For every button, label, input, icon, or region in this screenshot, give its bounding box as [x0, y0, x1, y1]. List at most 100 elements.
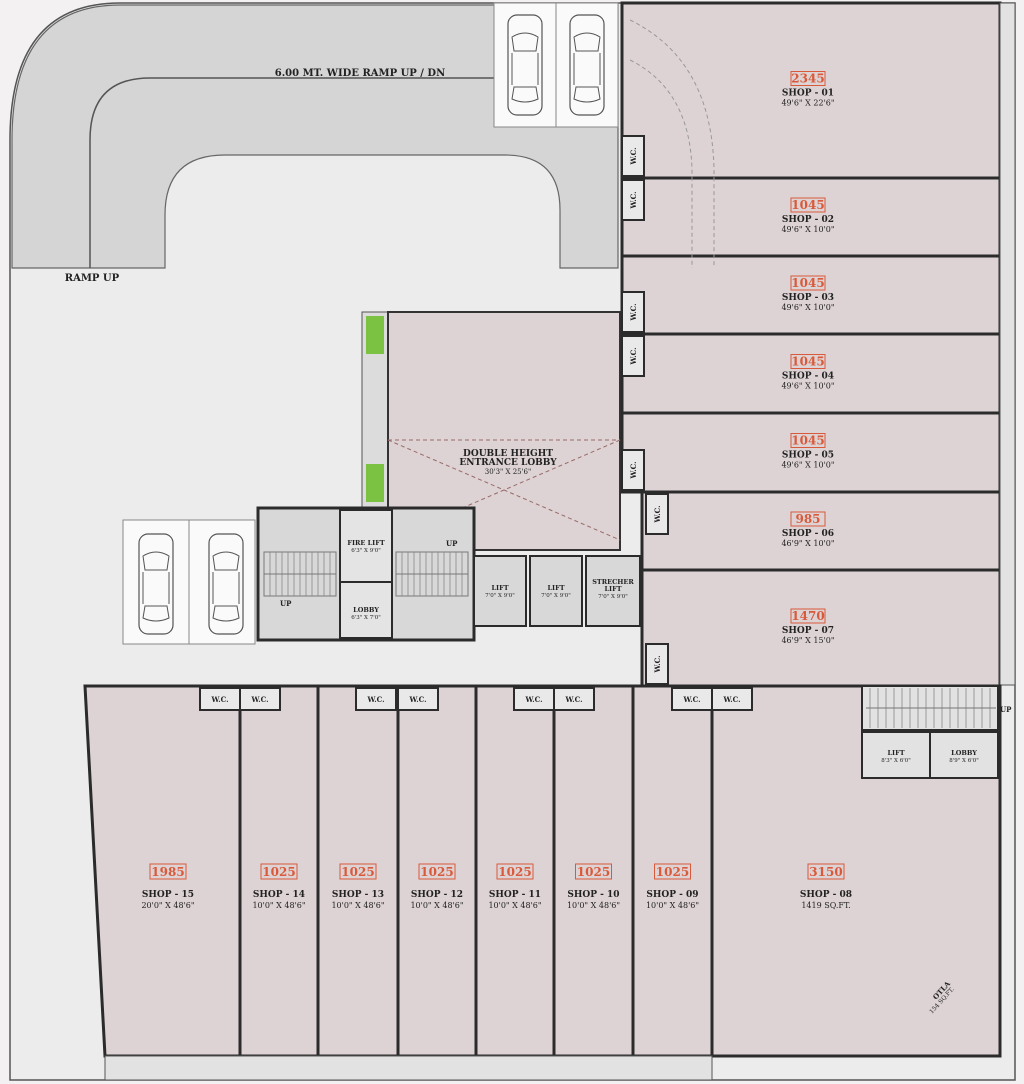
shop-size: 49'6" X 10'0": [781, 461, 834, 470]
fire-lift-size: 6'3" X 9'0": [351, 548, 381, 554]
shop-name: SHOP - 13: [332, 890, 384, 900]
wc-label: W.C.: [210, 695, 228, 704]
shop-area: 3150: [809, 865, 842, 879]
wc-room: W.C.: [711, 687, 753, 711]
wc-room: W.C.: [513, 687, 555, 711]
strecher-size: 7'0" X 9'0": [598, 594, 628, 600]
stair-icon: [263, 551, 337, 597]
lobby-size: 30'3" X 25'6": [485, 468, 531, 476]
shop-name: SHOP - 04: [782, 372, 834, 382]
car-icon: [138, 533, 174, 635]
left-parking: [122, 519, 256, 645]
area-box: [149, 863, 187, 880]
stair-icon: [866, 688, 996, 728]
shop-size: 49'6" X 10'0": [781, 303, 834, 312]
wc-label: W.C.: [366, 695, 384, 704]
wc-label: W.C.: [722, 695, 740, 704]
wc-room: W.C.: [671, 687, 713, 711]
shop-area: 985: [795, 512, 820, 526]
wc-label: W.C.: [564, 695, 582, 704]
area-box: [418, 863, 456, 880]
shop-name: SHOP - 07: [782, 626, 834, 636]
wc-room: W.C.: [553, 687, 595, 711]
shop-size: 10'0" X 48'6": [252, 901, 305, 910]
shop-area: 1025: [262, 865, 295, 879]
area-box: [790, 71, 826, 86]
wc-label: W.C.: [250, 695, 268, 704]
ramp-inner-line: [89, 77, 618, 268]
area-box: [790, 511, 826, 527]
wc-room: W.C.: [397, 687, 439, 711]
top-parking: [493, 2, 619, 128]
lobby-title-2: ENTRANCE LOBBY: [459, 458, 557, 468]
area-box: [790, 275, 826, 291]
shop-size: 46'9" X 15'0": [781, 636, 834, 645]
lift-right-size: 8'3" X 6'0": [881, 758, 911, 764]
shop-name: SHOP - 01: [782, 89, 834, 99]
wc-label: W.C.: [408, 695, 426, 704]
wc-room: W.C.: [355, 687, 397, 711]
wc-label: W.C.: [682, 695, 700, 704]
shop-name: SHOP - 10: [567, 890, 619, 900]
ramp-wide-label: 6.00 MT. WIDE RAMP UP / DN: [275, 68, 446, 79]
wc-room: W.C.: [199, 687, 241, 711]
shop-name: SHOP - 02: [782, 215, 834, 225]
fire-lift-label: FIRE LIFT: [347, 539, 385, 547]
shop-size: 10'0" X 48'6": [488, 901, 541, 910]
strecher-label-1: STRECHER: [592, 578, 634, 586]
shop-name: SHOP - 08: [800, 890, 852, 900]
car-icon: [507, 14, 543, 116]
wc-room: W.C.: [239, 687, 281, 711]
area-box: [496, 863, 534, 880]
wc-room: W.C.: [621, 449, 645, 491]
lift-size: 7'0" X 9'0": [485, 593, 515, 599]
up-label: UP: [1000, 705, 1012, 714]
shop-size: 49'6" X 10'0": [781, 382, 834, 391]
area-box: [790, 354, 826, 369]
area-box: [790, 197, 826, 213]
lift-right-label: LIFT: [887, 749, 904, 757]
shop-size: 10'0" X 48'6": [567, 901, 620, 910]
up-label: UP: [280, 599, 292, 608]
shop-name: SHOP - 12: [411, 890, 463, 900]
shop-area: 2345: [791, 72, 824, 86]
shop-area: 1025: [656, 865, 689, 879]
wc-label: W.C.: [629, 147, 638, 165]
shop-name: SHOP - 11: [489, 890, 541, 900]
right-core: UP LIFT 8'3" X 6'0" LOBBY 8'9" X 6'0": [861, 685, 1012, 779]
car-icon: [569, 14, 605, 116]
wc-room: W.C.: [621, 135, 645, 177]
shop-area: 1470: [791, 609, 824, 623]
wc-room: W.C.: [621, 291, 645, 333]
wc-label: W.C.: [629, 461, 638, 479]
wc-label: W.C.: [629, 347, 638, 365]
area-box: [575, 863, 612, 880]
area-box: [790, 608, 826, 624]
planter-icon: [366, 464, 384, 502]
lobby-right-label: LOBBY: [951, 749, 977, 757]
ramp: [11, 4, 619, 269]
shop-area: 1045: [791, 434, 824, 448]
area-box: [790, 433, 826, 448]
lobby-small-label: LOBBY: [353, 606, 379, 614]
lift-label: LIFT: [547, 584, 564, 592]
wc-label: W.C.: [629, 191, 638, 209]
shop-name: SHOP - 15: [142, 890, 194, 900]
shop-size: 49'6" X 10'0": [781, 225, 834, 234]
shop-name: SHOP - 06: [782, 529, 834, 539]
wc-label: W.C.: [524, 695, 542, 704]
shop-name: SHOP - 03: [782, 293, 834, 303]
shop-area: 1025: [341, 865, 374, 879]
otla-strip-right: [999, 2, 1016, 686]
